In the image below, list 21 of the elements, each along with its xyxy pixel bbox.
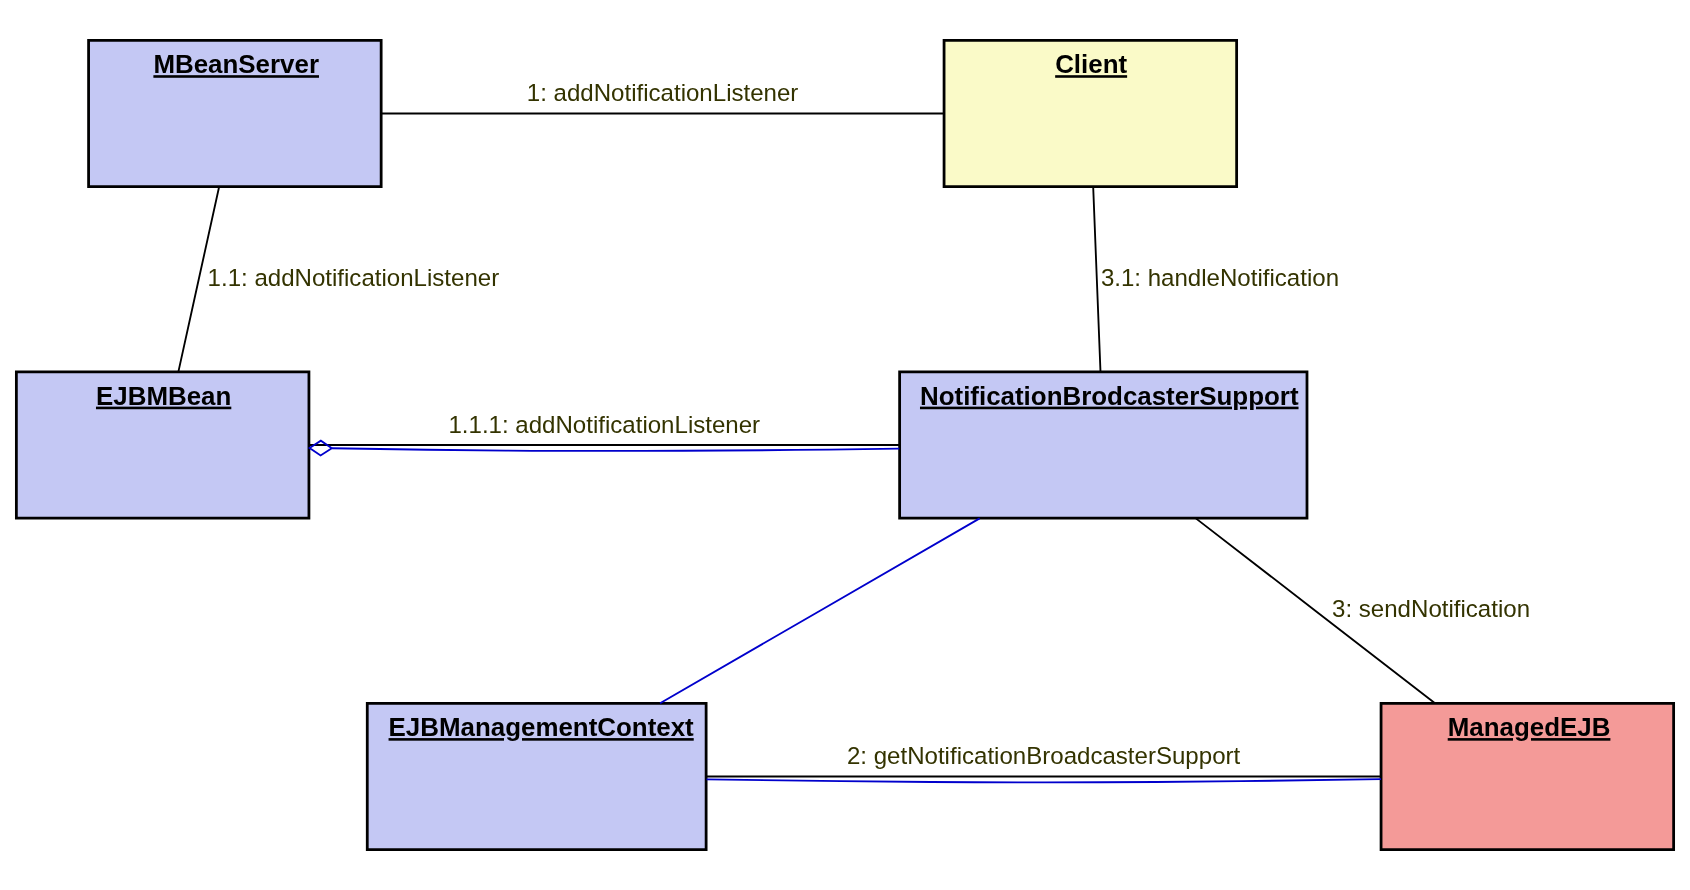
connector: [177, 186, 220, 373]
edge-label: 1: addNotificationListener: [526, 79, 799, 107]
edge-label: 1.1: addNotificationListener: [207, 263, 500, 291]
connector: [307, 439, 901, 457]
connector: [659, 517, 981, 705]
connector: [1194, 517, 1436, 705]
connector: [705, 775, 1382, 778]
connector: [705, 778, 1382, 784]
connector: [380, 112, 945, 115]
node-box: EJBManagementContext: [365, 701, 708, 851]
node-box: NotificationBrodcasterSupport: [898, 370, 1309, 520]
node-box: ManagedEJB: [1379, 701, 1676, 851]
edge-label: 3: sendNotification: [1332, 595, 1531, 623]
connector: [1092, 186, 1102, 373]
edge-label: 3.1: handleNotification: [1100, 263, 1340, 291]
node-box: EJBMBean: [15, 370, 311, 520]
edge-label: 2: getNotificationBroadcasterSupport: [846, 742, 1241, 770]
node-box: MBeanServer: [87, 39, 383, 189]
node-box: Client: [942, 39, 1239, 189]
connector: [308, 444, 901, 446]
edge-label: 1.1.1: addNotificationListener: [448, 410, 761, 438]
